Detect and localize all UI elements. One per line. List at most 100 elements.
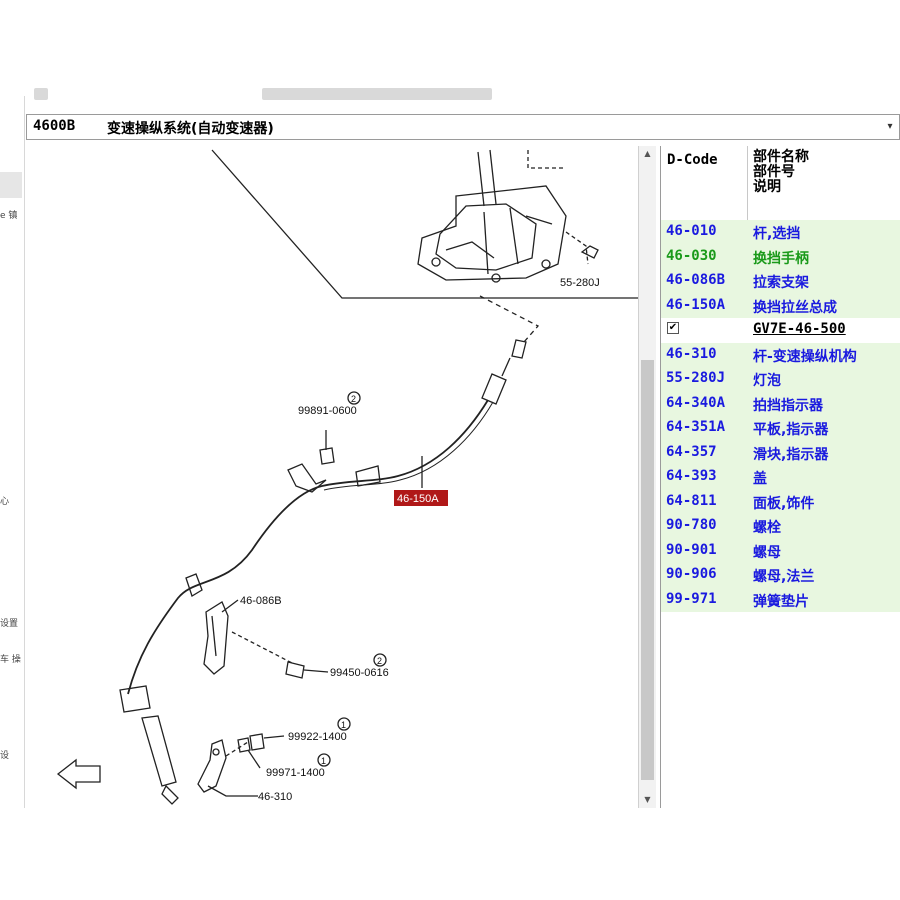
group-name: 变速操纵系统(自动变速器) — [107, 121, 274, 137]
bolt-99450-label-leader — [303, 669, 329, 673]
nut-99891-0600[interactable] — [319, 447, 335, 465]
scroll-up-icon[interactable]: ▲ — [644, 149, 651, 158]
toolbar-fragment-2 — [262, 88, 492, 100]
bracket-46-086b-leader — [221, 599, 239, 613]
callout-46-150a[interactable]: 46-150A — [397, 493, 439, 505]
bulb-part-55-280j[interactable] — [580, 245, 599, 259]
part-name: 换挡拉丝总成 — [753, 299, 837, 316]
part-code: 90-901 — [666, 541, 717, 558]
table-row[interactable]: 90-901 螺母 — [661, 538, 900, 563]
front-direction-arrow-icon — [56, 758, 101, 790]
part-code: 64-351A — [666, 419, 726, 435]
washer-leader-dashed — [225, 741, 249, 757]
qty-99922: 1 — [341, 720, 346, 730]
table-row[interactable]: 99-971 弹簧垫片 — [661, 587, 900, 612]
left-nav-label-5[interactable]: 设 — [0, 751, 10, 761]
inset-frame-dash — [527, 150, 566, 169]
cable-bracket-upper[interactable] — [287, 463, 327, 493]
shift-cable-46-150a[interactable] — [127, 399, 489, 695]
column-header-dcode[interactable]: D-Code — [667, 152, 718, 168]
part-name: 杆,选挡 — [753, 226, 801, 242]
left-nav-label-3[interactable]: 设置 — [0, 619, 19, 629]
left-nav-label-2[interactable]: 心 — [0, 497, 10, 507]
table-row[interactable]: 90-906 螺母,法兰 — [661, 563, 900, 588]
table-row[interactable]: 64-340A 拍挡指示器 — [661, 391, 900, 416]
nut-99922-1400[interactable] — [249, 733, 265, 751]
table-row[interactable]: 46-310 杆-变速操纵机构 — [661, 342, 900, 367]
lever-46-310[interactable] — [197, 739, 227, 793]
diagram-scrollbar[interactable]: ▲ ▼ — [638, 146, 656, 808]
part-code: 46-310 — [666, 345, 717, 362]
part-name: 拉索支架 — [753, 275, 809, 291]
part-name: 弹簧垫片 — [753, 593, 809, 610]
callout-55-280j[interactable]: 55-280J — [560, 277, 600, 289]
scrollbar-thumb[interactable] — [641, 360, 654, 780]
table-row[interactable]: 90-780 螺栓 — [661, 514, 900, 539]
part-code: 64-393 — [666, 468, 717, 484]
washer-99971-1400[interactable] — [237, 737, 251, 753]
callout-99450-0616[interactable]: 99450-0616 — [330, 667, 389, 679]
bolt-99450-0616[interactable] — [285, 661, 305, 679]
group-selector[interactable]: 4600B 变速操纵系统(自动变速器) ▾ — [26, 114, 900, 140]
selected-part-row[interactable]: ✔ GV7E-46-500 — [661, 318, 900, 343]
table-row[interactable]: 55-280J 灯泡 — [661, 367, 900, 392]
part-code: 46-010 — [666, 223, 717, 239]
scroll-down-icon[interactable]: ▼ — [644, 795, 651, 804]
part-name: 平板,指示器 — [753, 422, 829, 438]
left-nav-label-4[interactable]: 车 操 于 — [0, 655, 24, 665]
cable-upper-end[interactable] — [481, 339, 527, 405]
callout-46-086b[interactable]: 46-086B — [240, 595, 282, 607]
part-code: 46-030 — [666, 247, 717, 264]
part-name: 拍挡指示器 — [753, 397, 823, 414]
parts-list-table: D-Code 部件名称 部件号 说明 46-010 杆,选挡 46-030 换挡… — [660, 146, 900, 808]
part-name: 灯泡 — [753, 373, 781, 389]
part-code: 55-280J — [666, 370, 726, 386]
part-checkbox[interactable]: ✔ — [667, 322, 679, 334]
cable-leader-dashed — [479, 295, 540, 343]
callout-99971-1400[interactable]: 99971-1400 — [266, 767, 325, 779]
toolbar-fragment — [0, 84, 900, 110]
part-code: 64-811 — [666, 492, 717, 509]
label-46-150a-highlight — [394, 490, 448, 506]
callout-99891-0600[interactable]: 99891-0600 — [298, 405, 357, 417]
table-row[interactable]: 46-030 换挡手柄 — [661, 244, 900, 269]
table-row[interactable]: 64-393 盖 — [661, 465, 900, 490]
part-code: 90-780 — [666, 517, 717, 533]
table-row[interactable]: 46-010 杆,选挡 — [661, 220, 900, 245]
part-name: 螺栓 — [753, 520, 781, 536]
table-row[interactable]: 46-086B 拉索支架 — [661, 269, 900, 294]
part-name: 盖 — [753, 471, 767, 487]
cable-clip-mid[interactable] — [355, 465, 381, 487]
column-header-part-info[interactable]: 部件名称 部件号 说明 — [753, 150, 809, 195]
callout-46-310[interactable]: 46-310 — [258, 791, 292, 803]
left-nav-selected-item[interactable] — [0, 172, 22, 198]
lever-46-310-leader — [207, 785, 258, 797]
part-code: 64-340A — [666, 394, 726, 411]
cable-lower-end[interactable] — [119, 685, 179, 805]
left-nav-label-1[interactable]: e 镇 — [0, 211, 18, 221]
column-header-part-number: 部件号 — [753, 164, 795, 180]
qty-circle-99922 — [337, 717, 351, 731]
table-row[interactable]: 64-351A 平板,指示器 — [661, 416, 900, 441]
part-name: 换挡手柄 — [753, 250, 809, 267]
washer-99971-label-leader — [247, 749, 261, 769]
table-row[interactable]: 64-357 滑块,指示器 — [661, 440, 900, 465]
qty-99450: 2 — [377, 656, 382, 666]
header-divider — [747, 146, 748, 220]
chevron-down-icon[interactable]: ▾ — [887, 121, 893, 132]
part-name: 面板,饰件 — [753, 495, 815, 512]
shifter-assembly[interactable] — [417, 149, 567, 283]
nut-99922-label-leader — [263, 735, 285, 739]
table-row[interactable]: 46-150A 换挡拉丝总成 — [661, 293, 900, 318]
group-code: 4600B — [33, 118, 76, 134]
table-row[interactable]: 64-811 面板,饰件 — [661, 489, 900, 514]
callout-99922-1400[interactable]: 99922-1400 — [288, 731, 347, 743]
part-name: 螺母 — [753, 544, 781, 561]
parts-list-header: D-Code 部件名称 部件号 说明 — [661, 146, 900, 221]
left-nav-panel: e 镇 心 设置 车 操 于 设 — [0, 96, 25, 808]
bracket-46-086b[interactable] — [203, 601, 229, 675]
cable-grommet-lower[interactable] — [185, 573, 203, 597]
parts-diagram[interactable]: 55-280J 99891-0600 2 46-150A 46-086B 994… — [26, 146, 638, 808]
part-code: 46-150A — [666, 296, 726, 313]
column-header-description: 说明 — [753, 179, 781, 195]
